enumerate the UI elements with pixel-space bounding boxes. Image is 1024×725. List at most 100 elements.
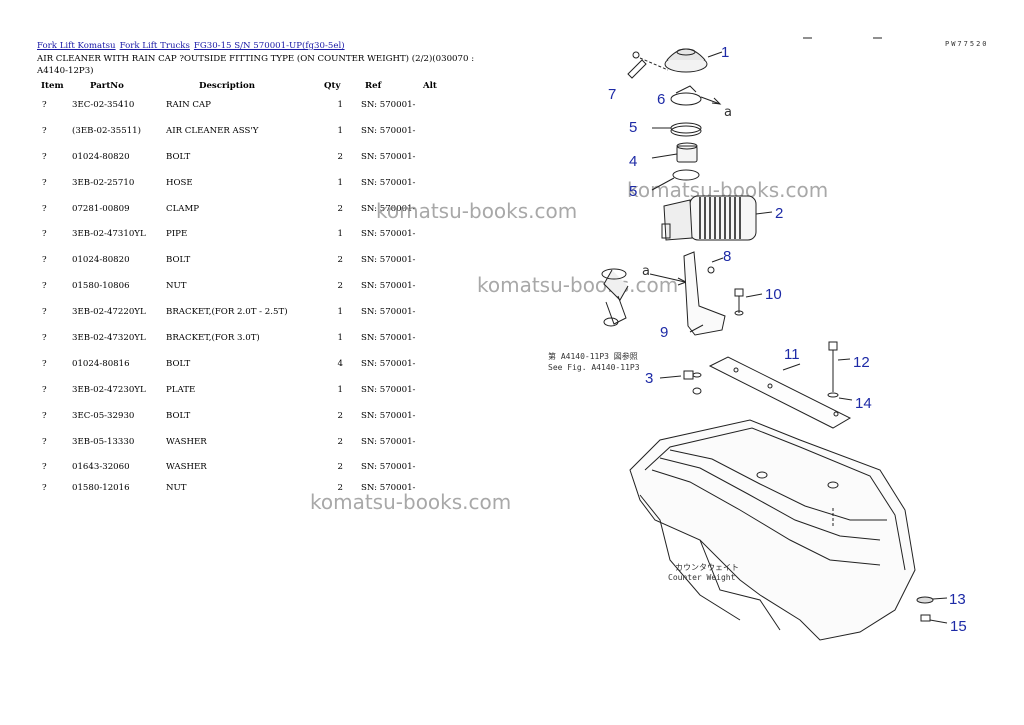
cell-qty: 2 — [337, 203, 343, 214]
cell-item: ? — [42, 177, 47, 188]
cell-partno: 01643-32060 — [72, 462, 130, 473]
cell-qty: 2 — [337, 255, 343, 266]
cell-ref: SN: 570001- — [361, 462, 416, 473]
cell-ref: SN: 570001- — [361, 410, 416, 421]
cell-alt — [423, 118, 453, 144]
arrow-label-a-top: a — [724, 105, 732, 120]
cell-ref: SN: 570001- — [361, 483, 416, 494]
header-item: Item — [41, 81, 64, 91]
cell-partno: 3EC-02-35410 — [72, 99, 135, 110]
arrow-label-a: a — [642, 264, 650, 279]
breadcrumb-link-fork-lift-trucks[interactable]: Fork Lift Trucks — [119, 41, 190, 51]
cell-alt — [423, 325, 453, 351]
header-partno: PartNo — [90, 81, 124, 91]
exploded-parts-diagram: 1 2 3 4 5 5 6 7 8 9 10 11 12 13 14 15 a … — [548, 37, 967, 641]
cell-ref: SN: 570001- — [361, 332, 416, 343]
callout-9: 9 — [660, 324, 668, 341]
callout-12: 12 — [853, 354, 870, 371]
cell-alt — [423, 221, 453, 247]
cell-ref: SN: 570001- — [361, 307, 416, 318]
cell-alt — [423, 299, 453, 325]
cell-item: ? — [42, 151, 47, 162]
cell-ref: SN: 570001- — [361, 436, 416, 447]
watermark: komatsu-books.com — [310, 490, 512, 514]
cell-item: ? — [42, 125, 47, 136]
cell-description: PLATE — [166, 384, 196, 395]
diagram-code: PW77520 — [945, 40, 989, 48]
cell-ref: SN: 570001- — [361, 177, 416, 188]
cell-ref: SN: 570001- — [361, 151, 416, 162]
header-ref: Ref — [365, 81, 382, 91]
cell-ref: SN: 570001- — [361, 229, 416, 240]
table-header-row: Item PartNo Description Qty Ref Alt — [37, 80, 453, 92]
cell-description: WASHER — [166, 436, 207, 447]
cell-qty: 1 — [337, 177, 343, 188]
cell-partno: 01024-80816 — [72, 358, 130, 369]
cell-qty: 2 — [337, 281, 343, 292]
cell-qty: 4 — [337, 358, 343, 369]
cell-item: ? — [42, 358, 47, 369]
cell-qty: 1 — [337, 99, 343, 110]
header-alt: Alt — [423, 81, 437, 91]
cell-description: NUT — [166, 483, 187, 494]
counterweight-jp: カウンタウェイト — [675, 563, 739, 572]
header-description: Description — [199, 81, 256, 91]
cell-item: ? — [42, 384, 47, 395]
cell-item: ? — [42, 307, 47, 318]
cell-item: ? — [42, 436, 47, 447]
cell-description: CLAMP — [166, 203, 200, 214]
cell-item: ? — [42, 281, 47, 292]
cell-alt — [423, 273, 453, 299]
callout-5-lower: 5 — [629, 183, 637, 200]
cell-partno: 3EC-05-32930 — [72, 410, 135, 421]
cell-partno: 01024-80820 — [72, 255, 130, 266]
cell-alt — [423, 170, 453, 196]
cell-description: BOLT — [166, 358, 191, 369]
callout-5: 5 — [629, 119, 637, 136]
cell-partno: 3EB-05-13330 — [72, 436, 135, 447]
cell-item: ? — [42, 99, 47, 110]
header-qty: Qty — [324, 81, 341, 91]
cell-qty: 1 — [337, 332, 343, 343]
callout-10: 10 — [765, 286, 782, 303]
cell-partno: 01024-80820 — [72, 151, 130, 162]
watermark: komatsu-books.com — [477, 273, 679, 297]
cell-ref: SN: 570001- — [361, 203, 416, 214]
callout-3: 3 — [645, 370, 653, 387]
cell-ref: SN: 570001- — [361, 384, 416, 395]
cell-item: ? — [42, 332, 47, 343]
cell-partno: (3EB-02-35511) — [72, 125, 142, 136]
cell-ref: SN: 570001- — [361, 125, 416, 136]
cell-alt — [423, 377, 453, 403]
cell-partno: 3EB-02-47320YL — [72, 332, 146, 343]
cell-alt — [423, 429, 453, 455]
cell-item: ? — [42, 255, 47, 266]
cell-alt — [423, 247, 453, 273]
breadcrumb-link-model[interactable]: FG30-15 S/N 570001-UP(fg30-5el) — [193, 41, 345, 51]
cell-ref: SN: 570001- — [361, 281, 416, 292]
cell-qty: 2 — [337, 410, 343, 421]
watermark: komatsu-books.com — [376, 199, 578, 223]
cell-qty: 2 — [337, 462, 343, 473]
see-note-jp: 第 A4140-11P3 図参照 — [548, 351, 638, 361]
breadcrumb-link-fork-lift-komatsu[interactable]: Fork Lift Komatsu — [37, 41, 116, 51]
cell-item: ? — [42, 229, 47, 240]
callout-15: 15 — [950, 618, 967, 635]
see-note-en: See Fig. A4140-11P3 — [548, 363, 640, 372]
callout-7: 7 — [608, 86, 616, 103]
